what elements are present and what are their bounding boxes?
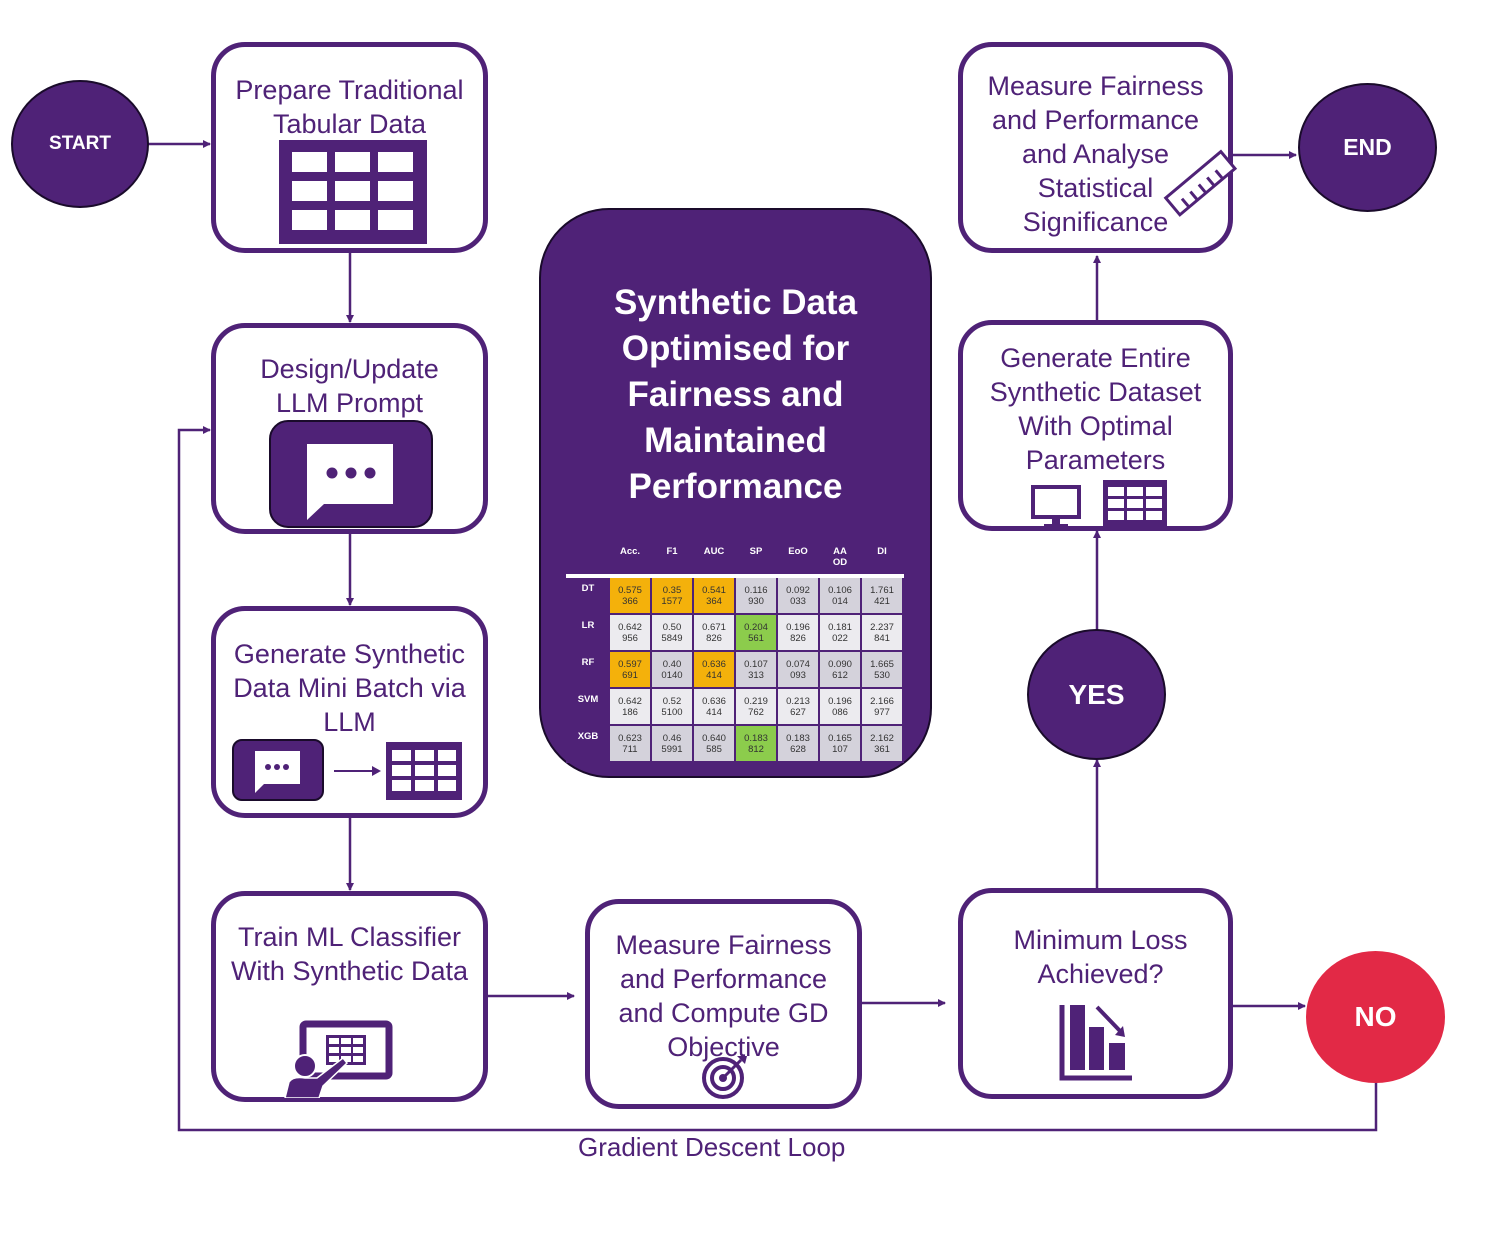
table-header-cell: AUC [692,540,736,577]
step-label: Generate Synthetic Data Mini Batch via L… [233,639,466,737]
result-title-line: Synthetic Data [613,283,858,322]
result-title: Synthetic Data Optimised for Fairness an… [541,280,930,510]
no-label: NO [1354,1001,1397,1032]
bar-chart-decrease-icon [1059,1005,1132,1081]
gradient-descent-loop-label: Gradient Descent Loop [578,1132,846,1162]
step-label: Measure Fairness and Performance and Ana… [987,71,1204,237]
step-label: Design/Update LLM Prompt [260,354,439,418]
step-minimum-loss-decision: Minimum Loss Achieved? [958,888,1233,1099]
ruler-icon [1163,149,1238,217]
target-icon [702,1056,747,1099]
model-name-cell: DT [566,574,610,615]
chat-bubble-icon [232,739,324,801]
result-title-line: Performance [628,467,843,506]
table-header-cell: SP [734,540,778,577]
step-label: Generate Entire Synthetic Dataset With O… [989,343,1202,475]
step-measure-compute-gd: Measure Fairness and Performance and Com… [585,899,862,1109]
step-design-prompt: Design/Update LLM Prompt [211,323,488,534]
step-train-classifier: Train ML Classifier With Synthetic Data [211,891,488,1102]
result-title-line: Optimised for [621,329,850,368]
yes-label: YES [1068,678,1125,710]
step-measure-final: Measure Fairness and Performance and Ana… [958,42,1238,253]
start-label: START [49,133,111,154]
model-name-cell: RF [566,650,610,689]
model-name-cell: SVM [566,687,610,726]
table-header-cell: Acc. [608,540,652,577]
result-title-line: Fairness and [627,375,844,414]
arrow-right-icon [334,766,381,776]
table-header-cell: DI [860,540,904,577]
end-label: END [1343,134,1392,160]
table-icon [1103,480,1167,526]
step-generate-entire-dataset: Generate Entire Synthetic Dataset With O… [958,320,1233,531]
step-label: Measure Fairness and Performance and Com… [615,930,832,1062]
model-name-cell: LR [566,613,610,652]
start-node: START [11,80,149,208]
yes-node: YES [1027,629,1166,760]
table-icon [386,742,462,800]
no-node: NO [1306,951,1445,1083]
table-header-cell [566,540,610,577]
step-generate-mini-batch: Generate Synthetic Data Mini Batch via L… [211,606,488,818]
end-node: END [1298,83,1437,212]
monitor-icon [1031,485,1081,528]
model-name-cell: XGB [566,724,610,763]
step-label: Minimum Loss Achieved? [1013,925,1188,989]
presenter-table-icon [284,1020,393,1098]
chat-bubble-icon [269,420,433,528]
step-label: Train ML Classifier With Synthetic Data [230,922,469,986]
table-header-cell: EoO [776,540,820,577]
table-header-cell: F1 [650,540,694,577]
result-title-line: Maintained [644,421,827,460]
result-panel: Synthetic Data Optimised for Fairness an… [539,208,932,778]
step-prepare-data: Prepare Traditional Tabular Data [211,42,488,253]
step-label: Prepare Traditional Tabular Data [235,75,464,139]
table-icon [279,140,427,244]
